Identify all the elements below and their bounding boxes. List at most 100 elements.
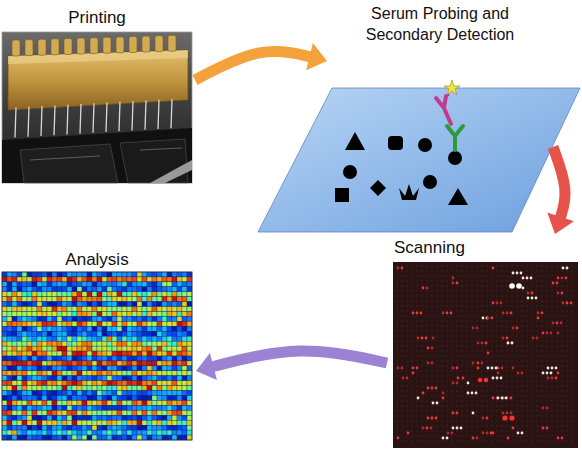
array-spot xyxy=(486,375,488,377)
array-spot xyxy=(396,310,398,312)
array-spot xyxy=(406,315,408,317)
array-spot xyxy=(556,385,558,387)
bright-spot xyxy=(452,412,455,415)
pin-holder xyxy=(25,40,33,56)
bright-spot xyxy=(452,427,455,430)
array-spot xyxy=(436,435,438,437)
array-spot xyxy=(496,410,498,412)
heat-cell xyxy=(97,292,102,297)
heat-cell xyxy=(82,287,87,292)
array-spot xyxy=(506,435,508,437)
bright-spot xyxy=(541,312,544,315)
array-spot xyxy=(446,365,448,367)
array-spot xyxy=(506,280,508,282)
heat-cell xyxy=(32,282,37,287)
array-spot xyxy=(566,440,568,442)
array-spot xyxy=(466,345,468,347)
array-spot xyxy=(556,345,558,347)
array-spot xyxy=(456,405,458,407)
array-spot xyxy=(491,310,493,312)
heat-cell xyxy=(32,292,37,297)
heat-cell xyxy=(87,287,92,292)
array-spot xyxy=(471,370,473,372)
array-spot xyxy=(546,305,548,307)
heat-cell xyxy=(117,316,122,321)
array-spot xyxy=(496,345,498,347)
array-spot xyxy=(446,275,448,277)
array-spot xyxy=(436,390,438,392)
heat-cell xyxy=(27,277,32,282)
array-spot xyxy=(536,290,538,292)
array-spot xyxy=(481,280,483,282)
array-spot xyxy=(416,415,418,417)
array-spot xyxy=(411,420,413,422)
heat-cell xyxy=(2,272,7,277)
bright-spot xyxy=(561,277,564,280)
array-spot xyxy=(406,435,408,437)
bright-spot xyxy=(446,312,449,315)
heat-cell xyxy=(177,307,182,312)
heat-cell xyxy=(52,321,57,326)
array-spot xyxy=(566,325,568,327)
array-spot xyxy=(556,335,558,337)
array-spot xyxy=(411,395,413,397)
array-spot xyxy=(541,430,543,432)
bright-spot xyxy=(495,367,498,370)
pin-holder xyxy=(116,37,124,53)
array-spot xyxy=(411,290,413,292)
array-spot xyxy=(491,305,493,307)
array-spot xyxy=(451,415,453,417)
heat-cell xyxy=(172,282,177,287)
array-spot xyxy=(551,340,553,342)
array-spot xyxy=(491,375,493,377)
bright-spot xyxy=(446,437,449,440)
array-spot xyxy=(436,410,438,412)
array-spot xyxy=(501,305,503,307)
array-spot xyxy=(411,415,413,417)
heat-cell xyxy=(77,302,82,307)
array-spot xyxy=(446,330,448,332)
print-pin xyxy=(132,101,133,130)
array-spot xyxy=(456,345,458,347)
heat-cell xyxy=(27,316,32,321)
heat-cell xyxy=(147,326,152,331)
array-spot xyxy=(481,400,483,402)
heat-cell xyxy=(147,292,152,297)
heat-cell xyxy=(142,277,147,282)
array-spot xyxy=(531,410,533,412)
heatmap xyxy=(2,272,192,440)
heat-cell xyxy=(117,287,122,292)
heat-cell xyxy=(167,282,172,287)
array-spot xyxy=(516,360,518,362)
array-spot xyxy=(506,320,508,322)
array-spot xyxy=(436,325,438,327)
array-spot xyxy=(421,345,423,347)
heat-cell xyxy=(52,277,57,282)
heat-cell xyxy=(182,292,187,297)
heat-cell xyxy=(102,297,107,302)
array-spot xyxy=(431,385,433,387)
array-spot xyxy=(551,345,553,347)
heat-cell xyxy=(32,321,37,326)
array-spot xyxy=(401,270,403,272)
array-spot xyxy=(451,265,453,267)
bright-spot xyxy=(492,397,495,400)
bright-spot xyxy=(546,407,549,410)
heat-cell xyxy=(132,292,137,297)
heat-cell xyxy=(102,316,107,321)
array-spot xyxy=(466,415,468,417)
array-spot xyxy=(451,390,453,392)
bright-spot xyxy=(530,277,533,280)
heat-cell xyxy=(62,312,67,317)
array-spot xyxy=(541,270,543,272)
array-spot xyxy=(491,355,493,357)
array-spot xyxy=(411,310,413,312)
heat-cell xyxy=(72,302,77,307)
array-spot xyxy=(436,320,438,322)
array-spot xyxy=(396,415,398,417)
array-spot xyxy=(431,300,433,302)
array-spot xyxy=(466,270,468,272)
heat-cell xyxy=(2,282,7,287)
array-spot xyxy=(521,335,523,337)
array-spot xyxy=(541,440,543,442)
